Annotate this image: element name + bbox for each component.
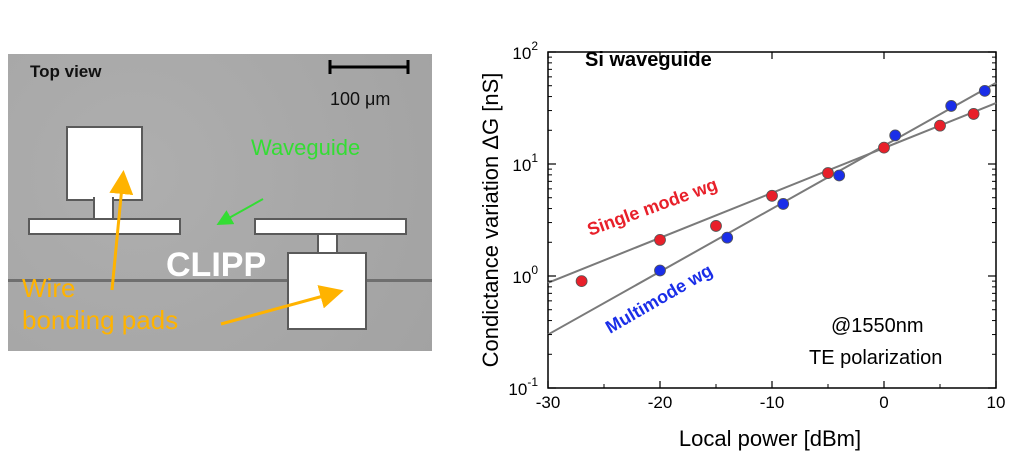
- scale-bar: [109, 60, 410, 326]
- y-axis-title: Condictance variation ΔG [nS]: [478, 73, 503, 368]
- chart-title: Si waveguide: [585, 49, 712, 71]
- x-tick-label: 10: [987, 393, 1006, 412]
- x-tick-label: -20: [648, 393, 673, 412]
- multimode-point: [833, 169, 846, 182]
- conductance-chart: -30 -20 -10 0 10 10-1 100 101 102 Si waveguide S…: [478, 39, 1005, 451]
- single-mode-point: [878, 141, 890, 154]
- single-mode-point: [967, 108, 980, 120]
- multimode-point: [777, 198, 790, 210]
- data-points: [575, 84, 991, 288]
- wire-label-line1: Wire: [22, 273, 76, 303]
- microscope-image: Top view 100 μm Waveguide CLIPP Wire bon…: [8, 54, 432, 351]
- multimode-point: [721, 231, 734, 244]
- clipp-label: CLIPP: [166, 246, 267, 284]
- y-tick-label: 100: [512, 263, 538, 287]
- waveguide-line: [8, 279, 432, 282]
- x-tick-label: -10: [760, 393, 785, 412]
- y-tick-label: 101: [512, 151, 538, 175]
- pad-arrow-right: [220, 285, 344, 326]
- waveguide-label: Waveguide: [251, 135, 361, 160]
- wire-label-line2: bonding pads: [22, 305, 179, 335]
- x-tick-label: 0: [879, 393, 888, 412]
- annotation-polarization: TE polarization: [809, 347, 942, 369]
- multimode-point: [945, 100, 958, 112]
- waveguide-arrow: [216, 198, 264, 225]
- wire-bonding-pads-label: Wire bonding pads: [22, 272, 178, 336]
- electrode-left: [28, 218, 181, 235]
- multimode-point: [978, 84, 991, 97]
- multimode-point: [654, 264, 666, 277]
- axis-ticks: -30 -20 -10 0 10 10-1 100 101 102: [508, 39, 1005, 412]
- fit-line-multimode: [547, 82, 997, 336]
- fit-lines: [547, 82, 997, 336]
- pad-arrow-left: [109, 170, 134, 291]
- series-label-single-mode: Single mode wg: [585, 174, 721, 240]
- x-tick-label: -30: [536, 393, 561, 412]
- annotation-wavelength: @1550nm: [831, 315, 924, 337]
- y-tick-label: 10-1: [508, 375, 538, 399]
- y-tick-label: 102: [512, 39, 538, 63]
- single-mode-point: [710, 220, 722, 232]
- single-mode-point: [934, 119, 946, 132]
- single-mode-point: [822, 167, 834, 179]
- single-mode-point: [766, 189, 778, 202]
- multimode-point: [889, 129, 902, 142]
- single-mode-point: [654, 234, 666, 246]
- pad-stem-right: [317, 233, 338, 255]
- scale-bar-label: 100 μm: [330, 89, 391, 109]
- single-mode-point: [575, 275, 588, 288]
- x-axis-title: Local power [dBm]: [679, 426, 861, 451]
- top-view-label: Top view: [30, 62, 102, 81]
